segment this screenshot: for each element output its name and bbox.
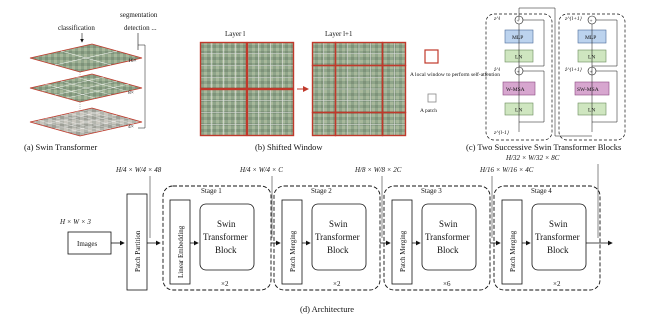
dim-first: H/4 × W/4 × 48 [115, 166, 162, 174]
label-4x: 4× [128, 124, 134, 130]
label-8x: 8× [128, 90, 134, 96]
caption-c: (c) Two Successive Swin Transformer Bloc… [466, 142, 621, 152]
legend-window-label: A local window to perform self-attention [410, 71, 500, 78]
panel-b: Layer l Layer l+1 [200, 30, 500, 152]
dim-stage-3: H/16 × W/16 × 4C [479, 166, 534, 174]
stage-4: Stage 4 Patch Merging Swin Transformer B… [494, 186, 600, 290]
panel-d: H/4 × W/4 × 48 H/4 × W/4 × C H/8 × W/8 ×… [59, 154, 612, 314]
swin-block-3-line1: Swin [439, 219, 458, 229]
caption-a: (a) Swin Transformer [24, 142, 97, 152]
patch-merging-label-4: Patch Merging [509, 230, 517, 272]
stage-2: Stage 2 Patch Merging Swin Transformer B… [274, 186, 380, 290]
stage-1-name: Stage 1 [201, 187, 222, 195]
legend-patch: A patch [420, 94, 437, 114]
mlp-label-right: MLP [585, 35, 596, 41]
patch-merging-label-3: Patch Merging [399, 230, 407, 272]
swin-block-1-line3: Block [215, 245, 237, 255]
swin-block-3-line3: Block [437, 245, 459, 255]
panel-a: classification segmentation detection ..… [24, 11, 158, 152]
legend-window: A local window to perform self-attention [410, 50, 500, 78]
input-dim: H × W × 3 [59, 218, 91, 226]
swin-block-3-line2: Transformer [425, 232, 470, 242]
svg-text:+: + [590, 19, 593, 25]
swin-block-1-line1: Swin [217, 219, 236, 229]
panel-c: + MLP LN + W-MSA LN z^l ẑ^l z^{l-1} + ML… [466, 8, 625, 152]
stage-3-repeat: ×6 [443, 280, 451, 288]
mlp-label-left: MLP [512, 35, 523, 41]
layer-8x: 8× [30, 74, 142, 102]
patch-partition-label: Patch Partition [134, 230, 142, 272]
dim-stage-2: H/8 × W/8 × 2C [354, 166, 402, 174]
label-layer-l1: Layer l+1 [325, 30, 353, 38]
ln-top-label-right: LN [588, 55, 595, 61]
swin-block-4-line1: Swin [549, 219, 568, 229]
caption-d: (d) Architecture [300, 304, 354, 314]
ln-bottom-label-right: LN [588, 108, 595, 114]
label-classification: classification [58, 24, 95, 32]
swin-block-4-line2: Transformer [535, 232, 580, 242]
label-layer-l: Layer l [225, 30, 245, 38]
stage-1: Stage 1 Linear Embedding Swin Transforme… [163, 186, 271, 290]
z-out-right: z^{l+1} [564, 16, 583, 22]
stage-3: Stage 3 Patch Merging Swin Transformer B… [384, 186, 490, 290]
z-mid-right: ẑ^{l+1} [564, 67, 583, 73]
caption-b: (b) Shifted Window [255, 142, 323, 152]
swin-block-2-line3: Block [327, 245, 349, 255]
stage-1-repeat: ×2 [221, 280, 229, 288]
layer-16x: 16× [30, 44, 142, 72]
layer-l1-grid [312, 42, 406, 136]
wmsa-label: W-MSA [506, 87, 525, 93]
stage-2-name: Stage 2 [311, 187, 332, 195]
label-detection: detection ... [124, 24, 157, 32]
stage-4-name: Stage 4 [531, 187, 552, 195]
stage-3-name: Stage 3 [421, 187, 442, 195]
ln-bottom-label-left: LN [515, 108, 522, 114]
block-swmsa: + MLP LN + SW-MSA LN z^{l+1} ẑ^{l+1} [559, 14, 625, 140]
swin-block-4-line3: Block [547, 245, 569, 255]
layer-l-grid [200, 42, 294, 136]
swin-block-2-line1: Swin [329, 219, 348, 229]
swin-block-1-line2: Transformer [203, 232, 248, 242]
images-label: Images [77, 240, 97, 248]
ln-top-label-left: LN [515, 55, 522, 61]
linear-embedding-label: Linear Embedding [177, 225, 185, 278]
stage-2-repeat: ×2 [333, 280, 341, 288]
label-segmentation: segmentation [120, 11, 158, 19]
legend-patch-label: A patch [420, 108, 437, 114]
layer-4x: 4× [30, 108, 142, 136]
stage-4-repeat: ×2 [553, 280, 561, 288]
dim-stage-1: H/4 × W/4 × C [239, 166, 283, 174]
z-in-left: z^{l-1} [493, 130, 510, 136]
dim-stage-4: H/32 × W/32 × 8C [505, 154, 560, 162]
swin-block-2-line2: Transformer [315, 232, 360, 242]
label-16x: 16× [128, 58, 137, 64]
z-mid-left: ẑ^l [493, 67, 500, 73]
z-out-left: z^l [493, 16, 500, 22]
patch-merging-label-2: Patch Merging [289, 230, 297, 272]
swmsa-label: SW-MSA [577, 87, 599, 93]
